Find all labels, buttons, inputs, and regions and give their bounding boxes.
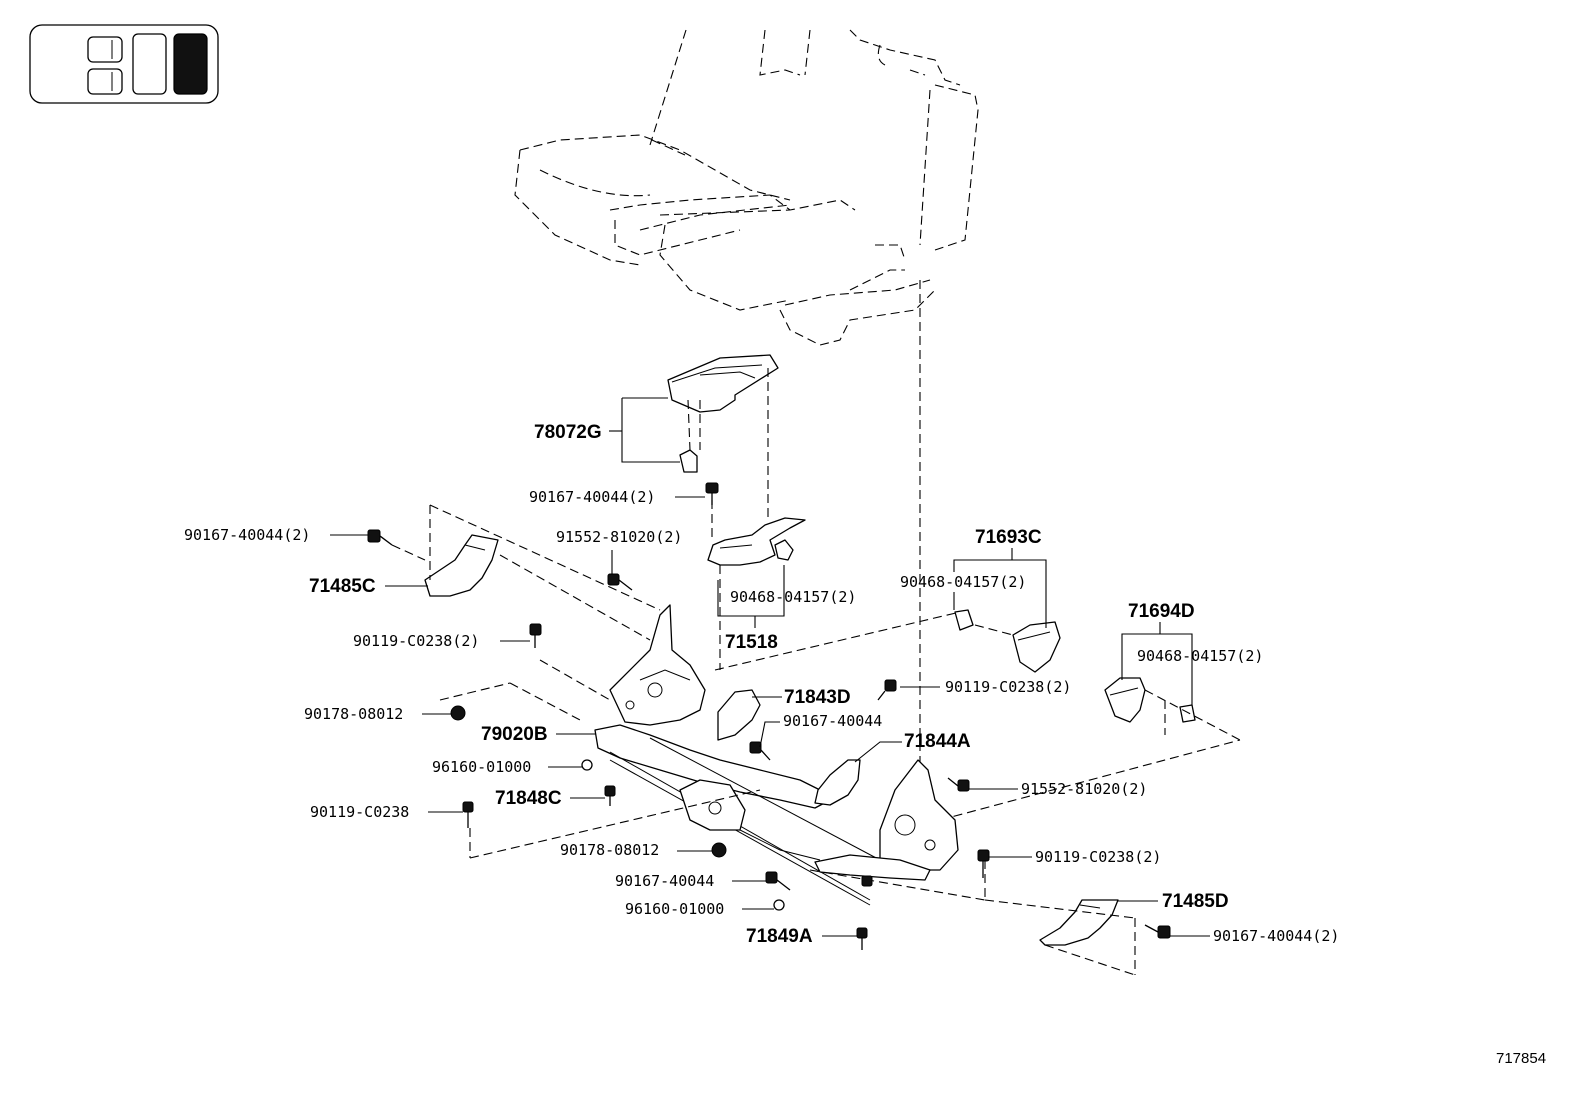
part-label-91552-81020-b[interactable]: 91552-81020(2) (1021, 780, 1148, 798)
part-label-78072G[interactable]: 78072G (534, 422, 602, 443)
part-label-90178-08012-bottom[interactable]: 90178-08012 (560, 841, 660, 859)
part-label-90468-04157-right[interactable]: 90468-04157(2) (900, 573, 1027, 591)
part-label-90468-04157-mid[interactable]: 90468-04157(2) (730, 588, 857, 606)
cover-71485C-drawing (391, 504, 661, 641)
fasteners (367, 482, 1171, 950)
part-label-90167-40044-mid[interactable]: 90167-40044 (783, 712, 883, 730)
seat-outline (514, 29, 979, 346)
part-label-71485D[interactable]: 71485D (1162, 891, 1229, 912)
part-label-90119-C0238-mid[interactable]: 90119-C0238(2) (945, 678, 1072, 696)
part-label-91552-81020-a[interactable]: 91552-81020(2) (556, 528, 683, 546)
cover-71518-drawing (707, 500, 806, 670)
selected-seat-highlight (173, 33, 208, 95)
part-label-90167-40044-top[interactable]: 90167-40044(2) (529, 488, 656, 506)
part-label-90119-C0238-single[interactable]: 90119-C0238 (310, 803, 410, 821)
part-label-71848C[interactable]: 71848C (495, 788, 562, 809)
seat-frame-79020B-drawing (439, 604, 986, 906)
part-label-90167-40044-left[interactable]: 90167-40044(2) (184, 526, 311, 544)
part-label-71849A[interactable]: 71849A (746, 926, 813, 947)
part-label-71485C[interactable]: 71485C (309, 576, 376, 597)
part-label-71518[interactable]: 71518 (725, 632, 778, 653)
armrest-78072G-drawing (667, 354, 779, 520)
cover-71693C-drawing (714, 609, 1061, 673)
part-label-71694D[interactable]: 71694D (1128, 601, 1195, 622)
leader-lines (330, 397, 1210, 937)
part-label-79020B[interactable]: 79020B (481, 724, 548, 745)
part-label-90178-08012-left[interactable]: 90178-08012 (304, 705, 404, 723)
part-label-71843D[interactable]: 71843D (784, 687, 851, 708)
part-label-96160-01000-a[interactable]: 96160-01000 (432, 758, 532, 776)
part-label-90119-C0238-right[interactable]: 90119-C0238(2) (1035, 848, 1162, 866)
seat-position-locator-icon (29, 24, 219, 104)
cover-71485D-drawing (984, 899, 1136, 976)
part-label-71844A[interactable]: 71844A (904, 731, 971, 752)
cover-71844A-drawing (814, 759, 861, 806)
cover-71843D-drawing (717, 689, 761, 741)
part-label-96160-01000-b[interactable]: 96160-01000 (625, 900, 725, 918)
part-label-90167-40044-right[interactable]: 90167-40044(2) (1213, 927, 1340, 945)
diagram-reference-number: 717854 (1496, 1050, 1547, 1067)
cover-71694D-drawing (939, 677, 1241, 821)
part-label-90468-04157-far[interactable]: 90468-04157(2) (1137, 647, 1264, 665)
part-label-90167-40044-bottom[interactable]: 90167-40044 (615, 872, 715, 890)
part-label-71693C[interactable]: 71693C (975, 527, 1042, 548)
part-label-90119-C0238-left[interactable]: 90119-C0238(2) (353, 632, 480, 650)
